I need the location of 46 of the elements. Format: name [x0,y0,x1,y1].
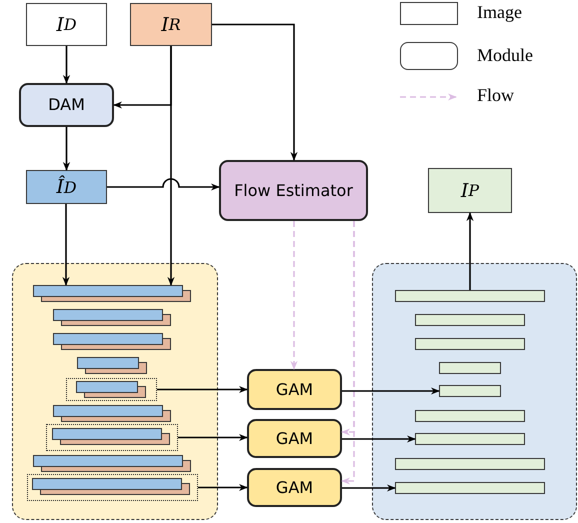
feature-bar-pair [32,284,190,302]
feature-bar [394,458,544,470]
feature-bar-pair [76,356,146,374]
feature-bar [414,314,524,326]
feature-bar [414,432,524,444]
arrow [62,46,70,84]
dotted-selection-box [26,474,198,500]
arrow [178,434,248,442]
feature-bar [414,410,524,422]
arrow [198,484,248,492]
feature-bar [394,482,544,494]
feature-panel [372,263,577,520]
module-box: GAM [247,468,342,507]
feature-bar-pair [76,381,146,398]
feature-bar [438,362,500,374]
feature-bar-pair [52,428,170,445]
legend-label: Flow [477,85,514,106]
arrow [62,204,70,286]
feature-bar [414,338,524,350]
arrow [107,178,220,191]
flow-arrow [341,221,355,485]
feature-bar [438,384,500,396]
feature-bar-pair [32,478,190,495]
feature-bar-pair [52,332,170,350]
arrow [466,212,474,290]
dotted-selection-box [66,378,156,400]
arrow [342,484,396,492]
feature-panel [12,263,218,520]
module-box: DAM [19,83,114,127]
module-box: GAM [247,419,342,458]
module-box: GAM [247,369,342,410]
module-box: Flow Estimator [219,160,368,221]
legend-label: Image [477,2,522,23]
arrow [167,46,175,286]
legend-label: Module [477,45,533,66]
dotted-selection-box [46,424,178,450]
arrow [62,127,70,171]
feature-bar-pair [52,308,170,326]
arrow [157,386,248,394]
feature-bar [394,290,544,302]
feature-bar-pair [32,454,190,472]
arrow [212,24,298,161]
flow-arrow [290,221,298,370]
arrow [342,435,416,443]
feature-bar-pair [52,404,170,422]
arrow [342,387,440,395]
